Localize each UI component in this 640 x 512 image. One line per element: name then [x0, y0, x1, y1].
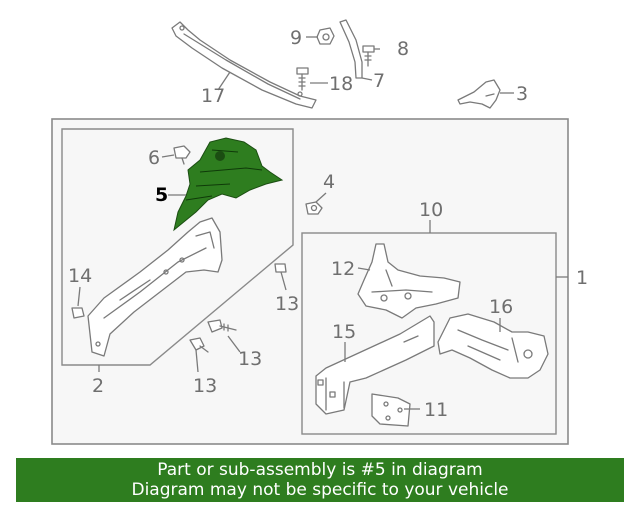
part-9-nut[interactable]: [316, 27, 335, 45]
callout-6: 6: [148, 147, 160, 169]
part-15-rail[interactable]: [315, 315, 435, 415]
part-13-bolt-upper[interactable]: [274, 263, 287, 273]
callout-4: 4: [323, 171, 335, 193]
part-6-clip[interactable]: [173, 145, 191, 165]
callout-17: 17: [201, 85, 225, 107]
part-7-bracket[interactable]: [339, 19, 363, 79]
part-11-plate[interactable]: [371, 393, 411, 427]
callout-11: 11: [424, 399, 448, 421]
callout-13-c: 13: [193, 375, 217, 397]
callout-13-a: 13: [275, 293, 299, 315]
callout-9: 9: [290, 27, 302, 49]
part-17-bar[interactable]: [171, 21, 317, 109]
callout-18: 18: [329, 73, 353, 95]
part-3-bracket[interactable]: [457, 79, 501, 109]
part-13-bolt-lower[interactable]: [189, 337, 209, 353]
part-16-bracket[interactable]: [437, 313, 549, 379]
callout-1: 1: [576, 267, 588, 289]
callout-10: 10: [419, 199, 443, 221]
callout-2: 2: [92, 375, 104, 397]
banner-line-2: Diagram may not be specific to your vehi…: [131, 480, 509, 500]
part-4-nut[interactable]: [305, 201, 323, 215]
part-18-bolt[interactable]: [296, 67, 309, 91]
part-5-highlighted[interactable]: [173, 137, 284, 232]
callout-12: 12: [331, 258, 355, 280]
callout-7: 7: [373, 70, 385, 92]
part-13-bolt-right[interactable]: [207, 319, 237, 333]
info-banner: Part or sub-assembly is #5 in diagram Di…: [16, 458, 624, 502]
leader-lines: [77, 36, 568, 410]
part-12-bracket[interactable]: [357, 243, 461, 319]
callout-8: 8: [397, 38, 409, 60]
callout-13-b: 13: [238, 348, 262, 370]
callout-15: 15: [332, 321, 356, 343]
callout-3: 3: [516, 83, 528, 105]
callout-5: 5: [155, 184, 168, 206]
banner-line-1: Part or sub-assembly is #5 in diagram: [157, 460, 483, 480]
part-14-bolt[interactable]: [71, 307, 85, 319]
part-2-member[interactable]: [87, 217, 223, 357]
callout-14: 14: [68, 265, 92, 287]
part-8-bolt[interactable]: [362, 45, 375, 67]
callout-16: 16: [489, 296, 513, 318]
